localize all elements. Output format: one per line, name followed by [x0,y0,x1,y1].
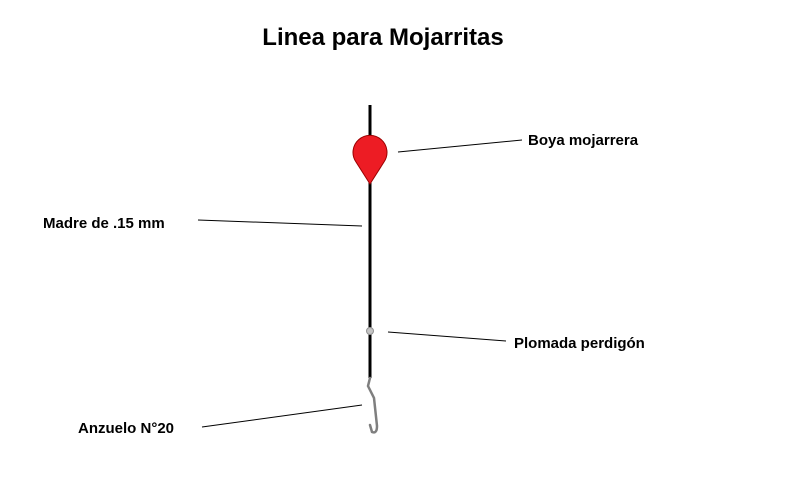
hook-icon [366,376,379,434]
hook-label: Anzuelo N°20 [78,420,174,437]
hook-leader-line [201,404,363,428]
sinker-leader-line [387,331,507,342]
sinker-icon [366,327,374,335]
mainline-label: Madre de .15 mm [43,215,165,232]
sinker-label: Plomada perdigón [514,335,645,352]
float-icon [352,134,388,185]
diagram-title: Linea para Mojarritas [262,24,503,51]
float-leader-line [397,139,523,153]
float-label: Boya mojarrera [528,132,639,149]
mainline-leader-line [197,219,363,227]
